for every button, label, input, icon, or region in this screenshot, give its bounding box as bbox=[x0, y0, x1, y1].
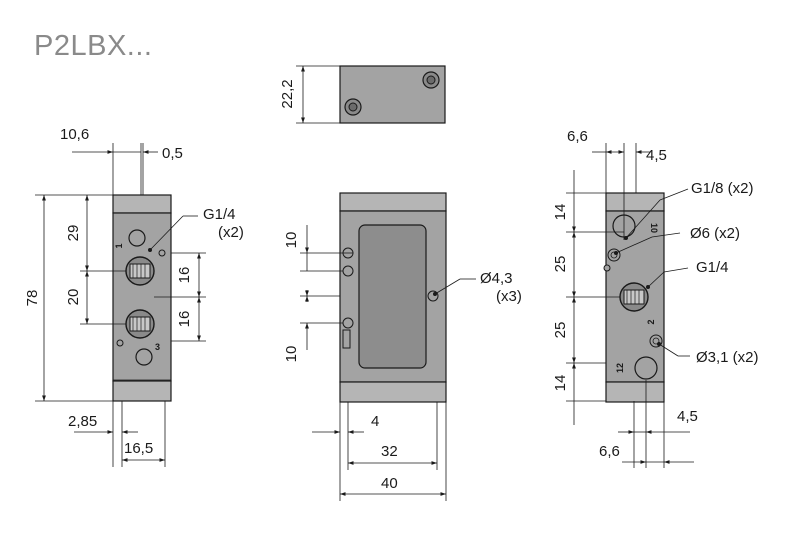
dim-seg-25a: 25 bbox=[552, 256, 569, 273]
small-hole-icon bbox=[427, 290, 439, 302]
dim-width-top: 10,6 bbox=[60, 126, 89, 143]
mounting-hole-icon bbox=[344, 98, 362, 116]
right-view: 10 2 12 6,6 4,5 14 25 25 14 G1/8 (x2) bbox=[552, 128, 759, 468]
callout-d31: Ø3,1 (x2) bbox=[696, 349, 759, 366]
dim-seg-20: 20 bbox=[65, 289, 82, 306]
leader-line bbox=[615, 236, 653, 254]
callout-g14-right: G1/4 bbox=[696, 259, 729, 276]
dim-width-inner: 32 bbox=[381, 443, 398, 460]
port-label-2: 2 bbox=[646, 319, 656, 324]
leader-line bbox=[434, 278, 461, 295]
left-end-cap-top bbox=[112, 194, 172, 214]
thread-port-icon bbox=[125, 256, 155, 286]
dim-width-total: 40 bbox=[381, 475, 398, 492]
mounting-hole-icon bbox=[422, 71, 440, 89]
front-window bbox=[358, 224, 427, 369]
leader-line bbox=[658, 343, 679, 357]
dim-height: 22,2 bbox=[279, 79, 296, 108]
callout-g18: G1/8 (x2) bbox=[691, 180, 754, 197]
front-end-cap-bottom bbox=[339, 381, 447, 403]
small-hole-icon bbox=[158, 249, 166, 257]
dim-seg-14a: 14 bbox=[552, 204, 569, 221]
port-hole-icon bbox=[128, 229, 146, 247]
port-label-1: 1 bbox=[114, 243, 124, 248]
right-end-cap-bottom bbox=[605, 381, 665, 403]
callout-g14-qty: (x2) bbox=[218, 224, 244, 241]
small-hole-icon bbox=[116, 339, 124, 347]
dim-width-top-right: 6,6 bbox=[567, 128, 588, 145]
left-view: 1 3 10,6 0,5 78 29 20 16 16 G bbox=[24, 126, 244, 467]
top-view: 22,2 bbox=[279, 65, 446, 124]
port-label-10: 10 bbox=[649, 223, 659, 233]
port-hole-icon bbox=[135, 348, 153, 366]
port-hole-icon bbox=[634, 356, 658, 380]
small-hole-icon bbox=[342, 317, 354, 329]
front-view: 10 10 Ø4,3 (x3) 4 32 40 bbox=[283, 192, 522, 501]
dim-width-bottom-right: 6,6 bbox=[599, 443, 620, 460]
dim-height-total: 78 bbox=[24, 290, 41, 307]
dim-spacing-top: 10 bbox=[283, 232, 300, 249]
small-hole-icon bbox=[603, 264, 611, 272]
dim-right-16a: 16 bbox=[176, 267, 193, 284]
small-hole-icon bbox=[342, 265, 354, 277]
left-end-cap-bottom bbox=[112, 380, 172, 402]
dim-width-bottom: 16,5 bbox=[124, 440, 153, 457]
dim-spacing-bottom: 10 bbox=[283, 346, 300, 363]
port-label-12: 12 bbox=[615, 363, 625, 373]
front-end-cap-top bbox=[339, 192, 447, 212]
dim-right-16b: 16 bbox=[176, 311, 193, 328]
dim-offset-top-right: 4,5 bbox=[646, 147, 667, 164]
dim-inset: 4 bbox=[371, 413, 379, 430]
leader-line bbox=[149, 215, 184, 251]
right-end-cap-top bbox=[605, 192, 665, 212]
front-slot bbox=[342, 329, 351, 349]
product-title: P2LBX... bbox=[34, 30, 153, 62]
dim-seg-25b: 25 bbox=[552, 322, 569, 339]
dim-offset-bottom: 2,85 bbox=[68, 413, 97, 430]
dim-seg-14b: 14 bbox=[552, 375, 569, 392]
callout-hole: Ø4,3 bbox=[480, 270, 513, 287]
leader-line bbox=[625, 199, 661, 239]
dim-seg-29: 29 bbox=[65, 225, 82, 242]
callout-d6: Ø6 (x2) bbox=[690, 225, 740, 242]
callout-hole-qty: (x3) bbox=[496, 288, 522, 305]
dim-offset-bottom-right: 4,5 bbox=[677, 408, 698, 425]
dim-offset-top: 0,5 bbox=[162, 145, 183, 162]
ring-hole-icon bbox=[607, 248, 621, 262]
port-label-3: 3 bbox=[155, 342, 160, 352]
thread-port-icon bbox=[125, 309, 155, 339]
callout-g14: G1/4 bbox=[203, 206, 236, 223]
thread-port-icon bbox=[619, 282, 649, 312]
leader-line bbox=[647, 271, 665, 288]
